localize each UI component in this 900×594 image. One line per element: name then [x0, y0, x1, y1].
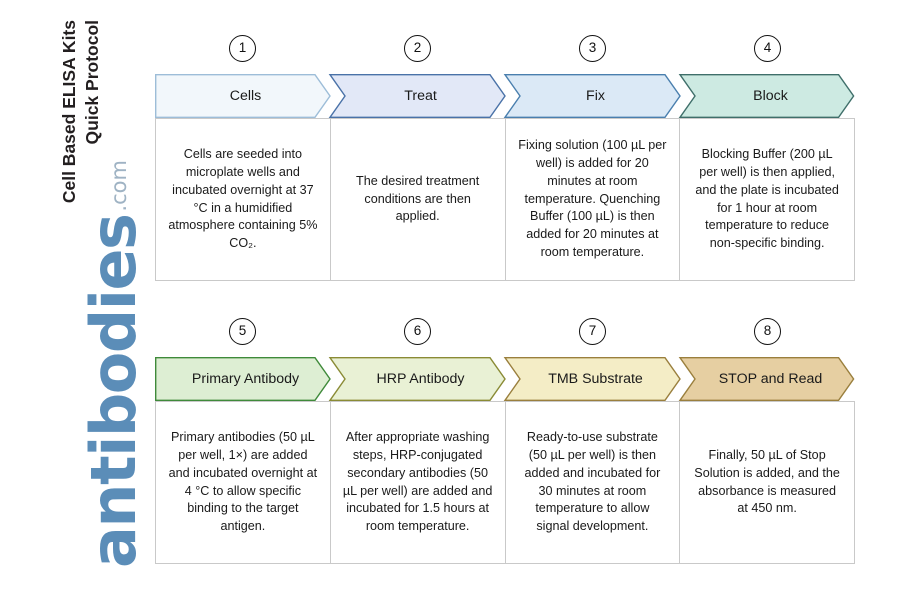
brand-logo: antibodies .com [20, 160, 150, 568]
step-label-text: STOP and Read [718, 371, 823, 387]
step-number-badges-row-2: 5 6 7 8 [155, 313, 855, 349]
step-badge-4: 4 [754, 34, 781, 62]
step-label-2[interactable]: Treat [330, 74, 505, 118]
step-label-text: Treat [404, 88, 437, 104]
step-label-8[interactable]: STOP and Read [680, 357, 855, 401]
step-content-1: Cells are seeded into microplate wells a… [155, 118, 331, 281]
content-band-row-1: Cells are seeded into microplate wells a… [155, 118, 855, 281]
protocol-row-1: 1 2 3 4 Cells Treat Fix Block Cells are see… [155, 30, 855, 281]
step-body-2: The desired treatment conditions are the… [356, 173, 480, 224]
protocol-row-2: 5 6 7 8 Primary Antibody HRP Antibody TMB … [155, 313, 855, 564]
step-content-7: Ready-to-use substrate (50 µL per well) … [505, 401, 681, 564]
step-chevron-shape [155, 357, 331, 401]
step-chevron-shape [155, 74, 331, 118]
step-body-4: Blocking Buffer (200 µL per well) is the… [695, 146, 839, 251]
step-chevron-shape [503, 357, 681, 401]
step-label-text: HRP Antibody [376, 371, 465, 387]
step-content-3: Fixing solution (100 µL per well) is add… [505, 118, 681, 281]
step-label-text: Primary Antibody [191, 371, 300, 387]
step-content-4: Blocking Buffer (200 µL per well) is the… [680, 118, 855, 281]
step-content-5: Primary antibodies (50 µL per well, 1×) … [155, 401, 331, 564]
badge-cell: 3 [505, 30, 680, 66]
step-label-6[interactable]: HRP Antibody [330, 357, 505, 401]
step-chevron-shape [503, 74, 681, 118]
step-badge-8: 8 [754, 317, 781, 345]
step-badge-3: 3 [579, 34, 606, 62]
chevron-band-row-1: Cells Treat Fix Block [155, 74, 855, 118]
step-badge-5: 5 [229, 317, 256, 345]
step-body-8: Finally, 50 µL of Stop Solution is added… [694, 447, 840, 516]
step-label-text: Fix [586, 88, 605, 104]
page-title-line-2: Quick Protocol [82, 20, 103, 145]
step-chevron-shape [328, 357, 506, 401]
step-label-text: Cells [229, 88, 262, 104]
step-content-8: Finally, 50 µL of Stop Solution is added… [680, 401, 855, 564]
step-body-1: Cells are seeded into microplate wells a… [168, 146, 318, 251]
step-badge-6: 6 [404, 317, 431, 345]
step-badge-7: 7 [579, 317, 606, 345]
step-label-text: Block [753, 88, 788, 104]
page-title-line-1: Cell Based ELISA Kits [59, 20, 79, 204]
badge-cell: 8 [680, 313, 855, 349]
logo-tld: .com [107, 160, 131, 212]
step-label-1[interactable]: Cells [155, 74, 330, 118]
step-label-4[interactable]: Block [680, 74, 855, 118]
step-badge-2: 2 [404, 34, 431, 62]
step-body-7: Ready-to-use substrate (50 µL per well) … [524, 429, 661, 534]
step-chevron-shape [328, 74, 506, 118]
step-label-text: TMB Substrate [548, 371, 643, 387]
step-label-3[interactable]: Fix [505, 74, 680, 118]
step-chevron-shape [678, 357, 855, 401]
badge-cell: 6 [330, 313, 505, 349]
step-body-6: After appropriate washing steps, HRP-con… [342, 429, 493, 534]
step-content-6: After appropriate washing steps, HRP-con… [330, 401, 506, 564]
step-body-3: Fixing solution (100 µL per well) is add… [518, 137, 667, 260]
content-band-row-2: Primary antibodies (50 µL per well, 1×) … [155, 401, 855, 564]
step-chevron-shape [678, 74, 855, 118]
badge-cell: 1 [155, 30, 330, 66]
left-rail: Cell Based ELISA Kits Quick Protocol ant… [0, 0, 155, 594]
step-badge-1: 1 [229, 34, 256, 62]
badge-cell: 2 [330, 30, 505, 66]
badge-cell: 5 [155, 313, 330, 349]
chevron-band-row-2: Primary Antibody HRP Antibody TMB Substrat… [155, 357, 855, 401]
logo-wordmark: antibodies [76, 214, 150, 568]
step-body-5: Primary antibodies (50 µL per well, 1×) … [168, 429, 318, 534]
badge-cell: 7 [505, 313, 680, 349]
step-label-7[interactable]: TMB Substrate [505, 357, 680, 401]
badge-cell: 4 [680, 30, 855, 66]
step-content-2: The desired treatment conditions are the… [330, 118, 506, 281]
step-label-5[interactable]: Primary Antibody [155, 357, 330, 401]
step-number-badges-row-1: 1 2 3 4 [155, 30, 855, 66]
